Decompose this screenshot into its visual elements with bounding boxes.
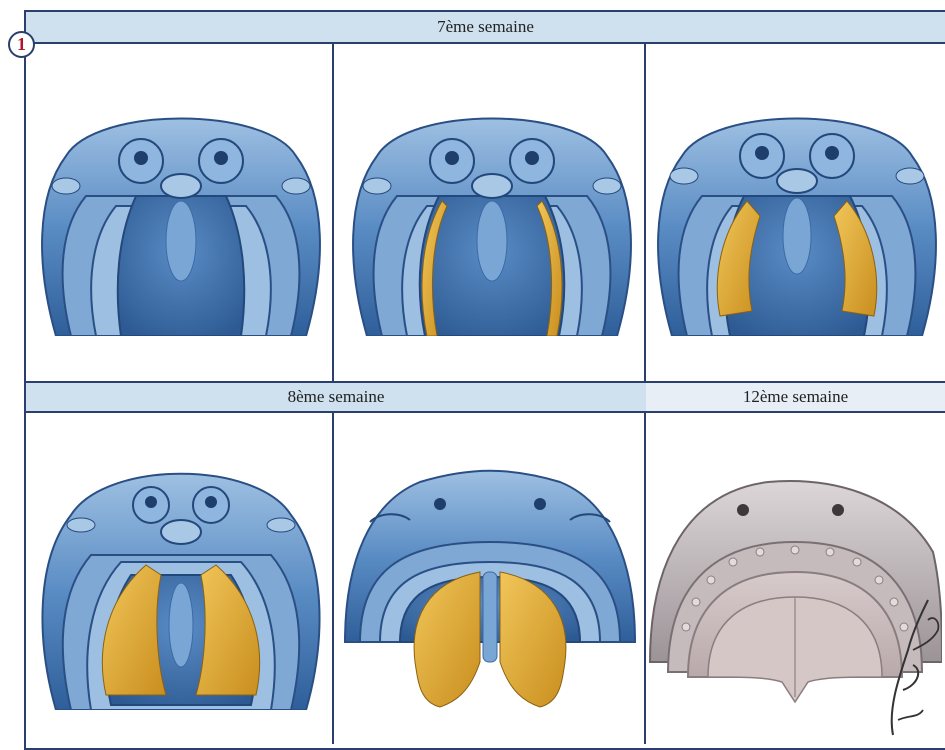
embryo-palate-stage-2 (346, 86, 638, 336)
row-label-7th-week: 7ème semaine (26, 12, 945, 44)
divider (332, 413, 334, 744)
embryo-palate-stage-1 (36, 86, 326, 336)
embryo-palate-stage-4 (36, 450, 326, 710)
figure-number-badge: 1 (8, 31, 35, 58)
row-label-12th-week: 12ème semaine (646, 381, 945, 413)
divider (644, 44, 646, 381)
embryo-palate-stage-5 (340, 462, 640, 722)
divider (332, 44, 334, 381)
embryo-palate-stage-3 (652, 86, 942, 336)
artist-signature (868, 590, 943, 740)
row-label-8th-week: 8ème semaine (26, 381, 646, 413)
divider (644, 413, 646, 744)
